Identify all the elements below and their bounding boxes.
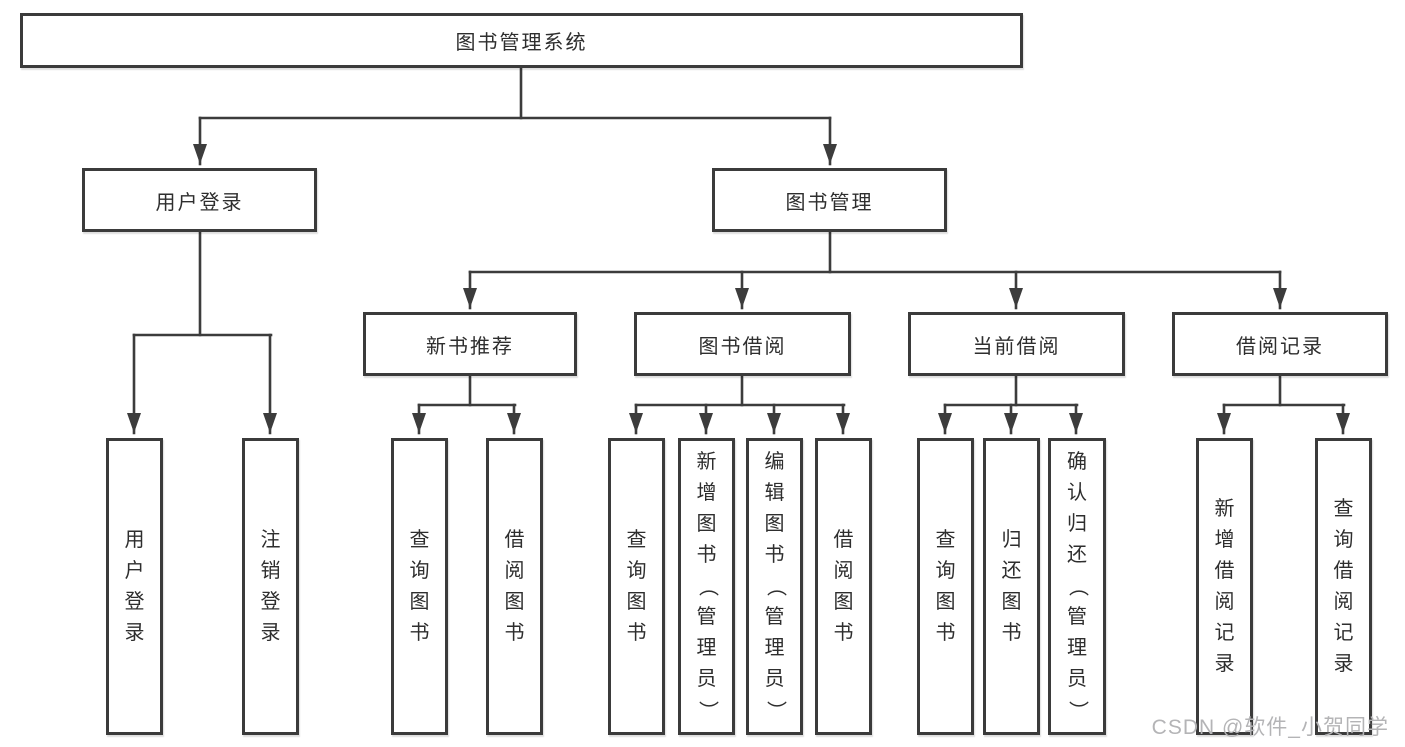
leaf-borrow-books-borrow-label: 借阅图书 bbox=[833, 528, 854, 644]
node-root-label: 图书管理系统 bbox=[455, 32, 588, 54]
leaf-logout-label: 注销登录 bbox=[260, 528, 281, 644]
watermark: CSDN @软件_小贺同学 bbox=[1151, 716, 1389, 739]
leaf-user-login: 用户登录 bbox=[106, 438, 163, 735]
leaf-logout: 注销登录 bbox=[242, 438, 299, 735]
leaf-edit-book-admin: 编辑图书（管理员） bbox=[746, 438, 803, 735]
leaf-query-borrow-record: 查询借阅记录 bbox=[1315, 438, 1372, 735]
node-root: 图书管理系统 bbox=[20, 13, 1023, 68]
leaf-borrow-books-recommend-label: 借阅图书 bbox=[504, 528, 525, 644]
leaf-borrow-books-borrow: 借阅图书 bbox=[815, 438, 872, 735]
leaf-query-books-recommend: 查询图书 bbox=[391, 438, 448, 735]
node-book-borrow: 图书借阅 bbox=[634, 312, 851, 376]
leaf-add-borrow-record-label: 新增借阅记录 bbox=[1214, 497, 1235, 675]
node-book-management: 图书管理 bbox=[712, 168, 947, 232]
node-book-management-label: 图书管理 bbox=[785, 191, 874, 214]
leaf-return-books: 归还图书 bbox=[983, 438, 1040, 735]
node-current-borrow: 当前借阅 bbox=[908, 312, 1125, 376]
leaf-query-books-borrow: 查询图书 bbox=[608, 438, 665, 735]
leaf-query-books-recommend-label: 查询图书 bbox=[409, 528, 430, 644]
leaf-return-books-label: 归还图书 bbox=[1001, 528, 1022, 644]
leaf-query-books-borrow-label: 查询图书 bbox=[626, 528, 647, 644]
leaf-edit-book-admin-label: 编辑图书（管理员） bbox=[764, 451, 786, 721]
node-borrow-records: 借阅记录 bbox=[1172, 312, 1388, 376]
leaf-confirm-return-admin: 确认归还（管理员） bbox=[1048, 438, 1106, 735]
node-new-book-recommend-label: 新书推荐 bbox=[426, 335, 514, 358]
leaf-query-books-current: 查询图书 bbox=[917, 438, 974, 735]
leaf-borrow-books-recommend: 借阅图书 bbox=[486, 438, 543, 735]
leaf-query-books-current-label: 查询图书 bbox=[935, 528, 956, 644]
node-user-login: 用户登录 bbox=[82, 168, 317, 232]
node-borrow-records-label: 借阅记录 bbox=[1236, 335, 1324, 358]
leaf-user-login-label: 用户登录 bbox=[124, 528, 145, 644]
leaf-query-borrow-record-label: 查询借阅记录 bbox=[1333, 497, 1354, 675]
leaf-add-borrow-record: 新增借阅记录 bbox=[1196, 438, 1253, 735]
node-user-login-label: 用户登录 bbox=[155, 191, 244, 214]
node-current-borrow-label: 当前借阅 bbox=[972, 335, 1061, 358]
leaf-add-book-admin-label: 新增图书（管理员） bbox=[696, 451, 718, 721]
leaf-confirm-return-admin-label: 确认归还（管理员） bbox=[1066, 451, 1089, 721]
node-new-book-recommend: 新书推荐 bbox=[363, 312, 577, 376]
node-book-borrow-label: 图书借阅 bbox=[698, 335, 787, 358]
leaf-add-book-admin: 新增图书（管理员） bbox=[678, 438, 735, 735]
